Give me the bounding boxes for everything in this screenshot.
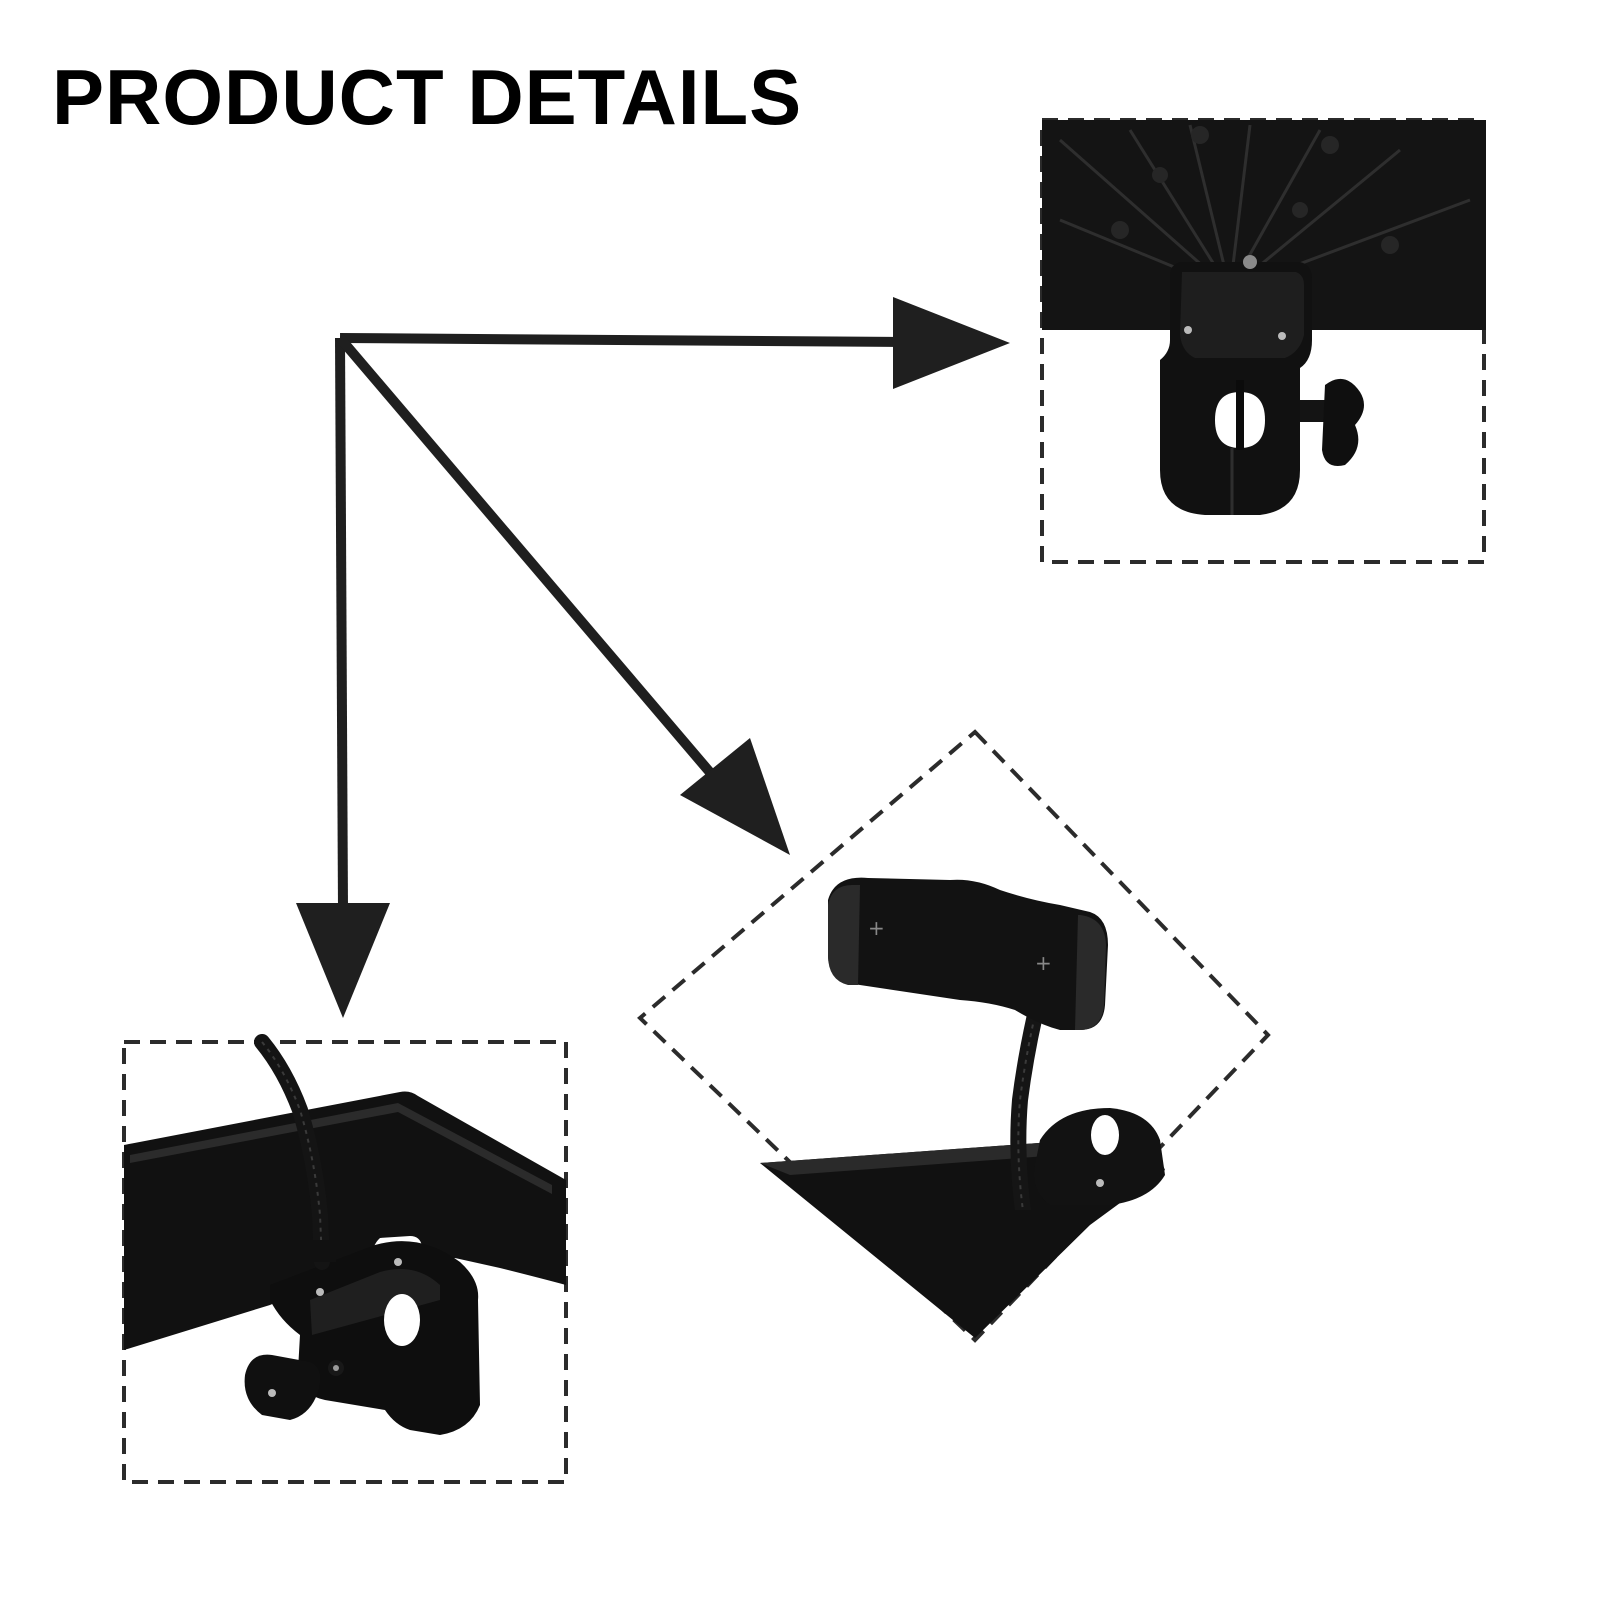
screw-icon [394, 1258, 402, 1266]
pointer-arrows [296, 297, 1010, 1018]
arrow-diagonal-head [680, 738, 790, 855]
arrow-down-head [296, 903, 390, 1018]
knob-icon [1300, 378, 1364, 466]
detail-frame [637, 729, 1271, 1343]
clamp-opening [384, 1294, 420, 1346]
arrow-right-shaft [339, 333, 901, 347]
screw-icon [1184, 326, 1192, 334]
arrow-right-head [893, 297, 1010, 389]
phone-clamp [828, 877, 1108, 1030]
bolt-icon [1243, 255, 1257, 269]
clamp-mount-detail [1040, 118, 1486, 564]
tray-clamp [1034, 1108, 1165, 1205]
clamp-face [1180, 272, 1304, 358]
screw-icon: + [1035, 951, 1052, 975]
screw-icon [1096, 1179, 1104, 1187]
screw-icon: + [868, 916, 885, 940]
page-title: PRODUCT DETAILS [52, 53, 803, 141]
clamp-opening [1091, 1115, 1119, 1155]
screw-icon [316, 1288, 324, 1296]
tray-gooseneck-detail [122, 1034, 568, 1484]
knob-icon [244, 1354, 344, 1420]
arrow-diagonal-shaft [336, 334, 729, 794]
screw-icon [1278, 332, 1286, 340]
tray-surface [124, 1091, 566, 1350]
phone-holder-detail: + + [637, 729, 1271, 1343]
arrow-down-shaft [335, 337, 348, 911]
tray-bosses [1111, 126, 1399, 254]
